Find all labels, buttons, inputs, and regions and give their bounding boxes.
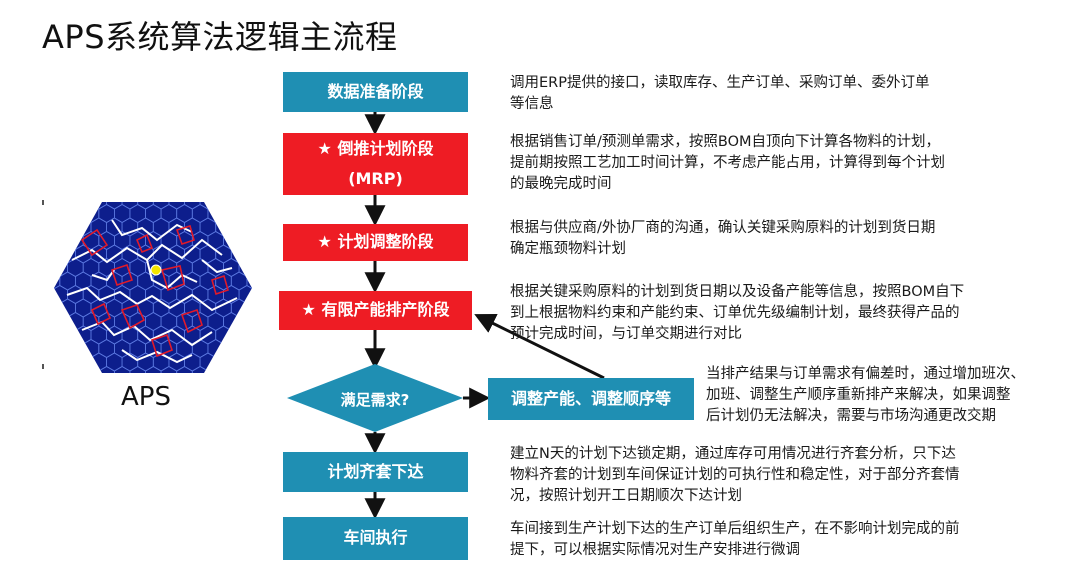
arrow-adjust-to-finite-capacity xyxy=(474,313,605,380)
hexagon-maze-icon xyxy=(52,200,254,375)
description-release: 建立N天的计划下达锁定期，通过库存可用情况进行齐套分析，只下达 物料齐套的计划到… xyxy=(510,446,960,504)
decision-label: 满足需求? xyxy=(340,390,410,409)
logo-label: APS xyxy=(121,382,171,412)
stage-plan-adjust: ★ 计划调整阶段 xyxy=(283,224,468,261)
description-plan-adjust: 根据与供应商/外协厂商的沟通，确认关键采购原料的计划到货日期 确定瓶颈物料计划 xyxy=(510,220,936,257)
adjust-box: 调整产能、调整顺序等 xyxy=(488,378,694,420)
description-mrp: 根据销售订单/预测单需求，按照BOM自顶向下计算各物料的计划， 提前期按照工艺加… xyxy=(510,134,945,192)
stage-finite-capacity: ★ 有限产能排产阶段 xyxy=(279,291,472,330)
decision-diamond xyxy=(287,364,463,432)
stage-release: 计划齐套下达 xyxy=(283,452,468,492)
decor-tick xyxy=(42,364,44,369)
decor-tick xyxy=(42,200,44,205)
page-title: APS系统算法逻辑主流程 xyxy=(42,18,398,56)
description-workshop: 车间接到生产计划下达的生产订单后组织生产，在不影响计划完成的前 提下，可以根据实… xyxy=(510,521,960,558)
stage-data-prep: 数据准备阶段 xyxy=(283,72,468,112)
description-data-prep: 调用ERP提供的接口，读取库存、生产订单、采购订单、委外订单 等信息 xyxy=(510,75,930,112)
description-adjust: 当排产结果与订单需求有偏差时，通过增加班次、 加班、调整生产顺序重新排产来解决，… xyxy=(706,366,1025,424)
description-finite-capacity: 根据关键采购原料的计划到货日期以及设备产能等信息，按照BOM自下 到上根据物料约… xyxy=(510,284,965,342)
stage-mrp: ★ 倒推计划阶段 (MRP) xyxy=(283,133,468,195)
stage-workshop: 车间执行 xyxy=(283,517,468,560)
